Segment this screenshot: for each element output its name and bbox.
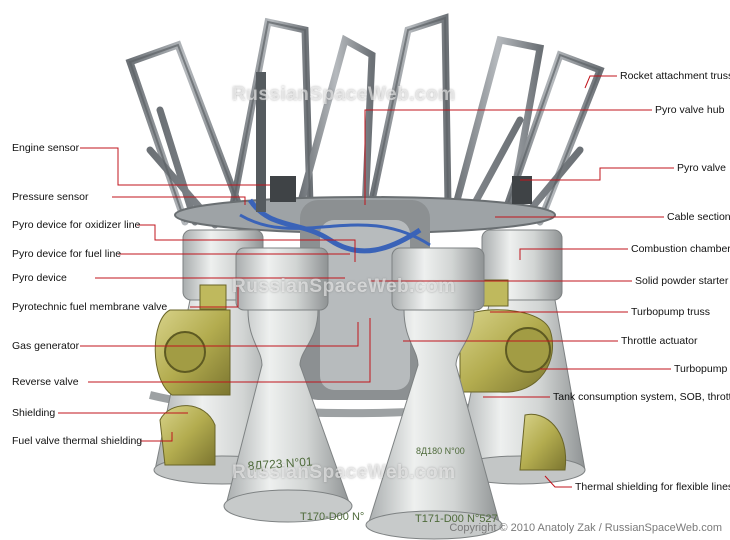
label-combustion-chamber: Combustion chamber [631, 243, 730, 255]
turbopump-left [154, 284, 231, 466]
label-tank-consumption-system: Tank consumption system, SOB, throttle [553, 391, 730, 403]
nozzle-marking-4: 8Д180 N°00 [416, 446, 465, 456]
nozzle-marking-3: T171-D00 N°527 [415, 513, 498, 525]
nozzle-marking-2: T170-D00 N° [300, 511, 364, 523]
label-pyro-device-oxidizer-line: Pyro device for oxidizer line [12, 219, 141, 231]
label-thermal-shielding-flexible-lines: Thermal shielding for flexible lines [575, 481, 730, 493]
watermark-middle: RussianSpaceWeb.com [232, 276, 456, 297]
label-pyro-device-fuel-line: Pyro device for fuel line [12, 248, 122, 260]
label-pyro-valve: Pyro valve [677, 162, 727, 174]
label-turbopump-truss: Turbopump truss [631, 306, 710, 318]
label-turbopump: Turbopump [674, 363, 728, 375]
label-cable-section: Cable section [667, 211, 730, 223]
label-pressure-sensor: Pressure sensor [12, 191, 89, 203]
label-pyro-device: Pyro device [12, 272, 67, 284]
watermark-top: RussianSpaceWeb.com [232, 84, 456, 105]
label-shielding: Shielding [12, 407, 56, 419]
label-pyrotechnic-fuel-membrane-valve: Pyrotechnic fuel membrane valve [12, 301, 168, 313]
label-gas-generator: Gas generator [12, 340, 80, 352]
watermark-bottom: RussianSpaceWeb.com [232, 462, 456, 483]
combustion-chamber-front-right [365, 247, 503, 540]
label-fuel-valve-thermal-shielding: Fuel valve thermal shielding [12, 435, 143, 447]
turbopump-right [459, 279, 567, 471]
label-engine-sensor: Engine sensor [12, 142, 80, 154]
label-throttle-actuator: Throttle actuator [621, 335, 698, 347]
nozzle-marking-1: 8Д723 N°01 [247, 454, 313, 473]
combustion-chamber-front-left [223, 247, 353, 523]
label-rocket-attachment-truss: Rocket attachment truss [620, 70, 730, 82]
label-solid-powder-starter: Solid powder starter [635, 275, 729, 287]
label-pyro-valve-hub: Pyro valve hub [655, 104, 725, 116]
copyright-credit: Copyright © 2010 Anatoly Zak / RussianSp… [449, 522, 722, 534]
leader-lines [58, 75, 674, 488]
label-reverse-valve: Reverse valve [12, 376, 79, 388]
